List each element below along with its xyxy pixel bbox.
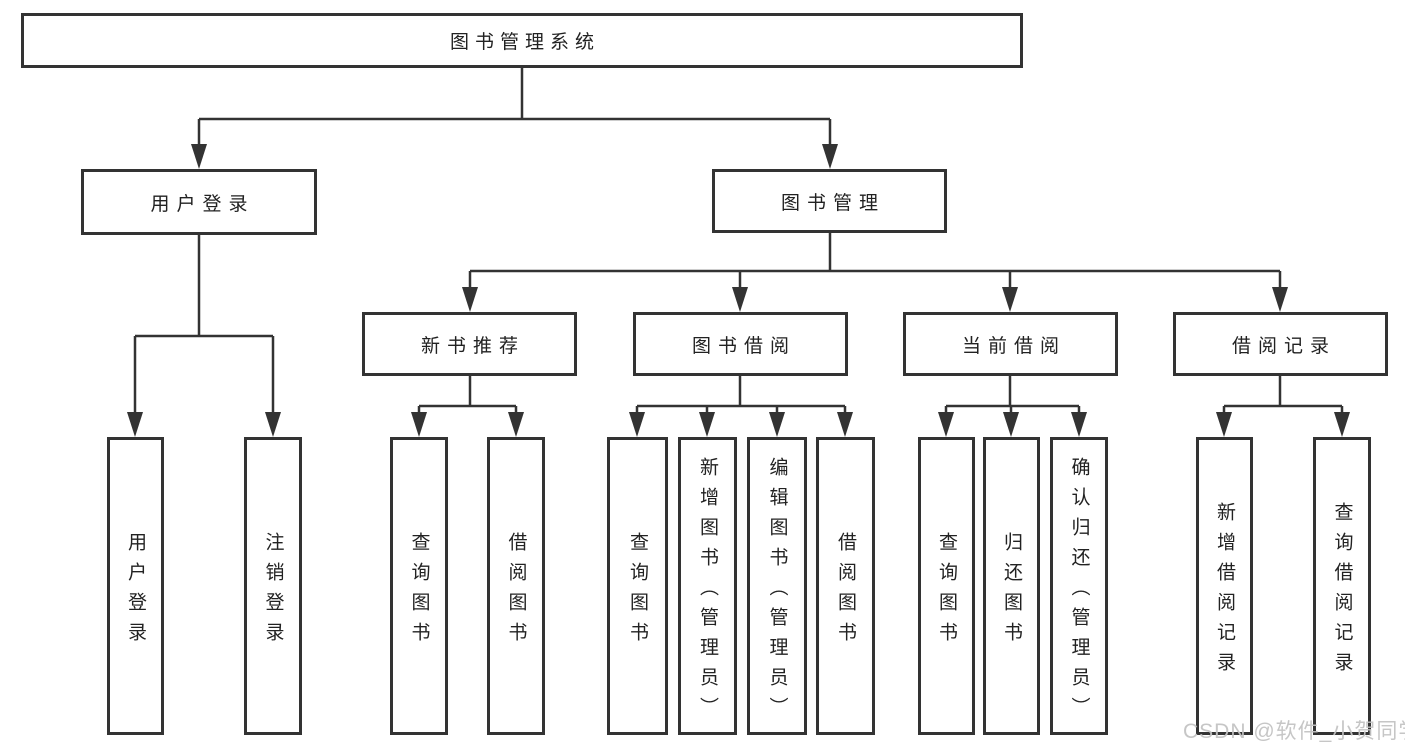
- leaf-add-borrow-record: 新增借阅记录: [1196, 437, 1253, 735]
- leaf-label: 查询借阅记录: [1331, 501, 1353, 682]
- leaf-logout: 注销登录: [244, 437, 302, 735]
- leaf-label: 借阅图书: [505, 531, 527, 652]
- leaf-label: 编辑图书（管理员）: [766, 456, 788, 727]
- leaf-label: 用户登录: [125, 531, 146, 652]
- leaf-query-books: 查询图书: [390, 437, 448, 735]
- node-label: 图书管理: [780, 192, 885, 214]
- node-label: 用户登录: [150, 193, 255, 215]
- node-book-borrow: 图书借阅: [633, 312, 848, 376]
- node-system-root: 图书管理系统: [21, 13, 1023, 68]
- leaf-label: 查询图书: [627, 531, 648, 652]
- node-new-book-recommend: 新书推荐: [362, 312, 577, 376]
- leaf-add-books-admin: 新增图书（管理员）: [678, 437, 737, 735]
- leaf-label: 归还图书: [1001, 531, 1022, 652]
- leaf-label: 查询图书: [936, 531, 957, 652]
- leaf-query-books-2: 查询图书: [607, 437, 668, 735]
- node-label: 当前借阅: [961, 335, 1066, 357]
- leaf-label: 新增借阅记录: [1214, 501, 1235, 682]
- csdn-watermark: CSDN @软件_小贺同学: [1183, 720, 1405, 743]
- leaf-edit-books-admin: 编辑图书（管理员）: [747, 437, 807, 735]
- leaf-query-books-3: 查询图书: [918, 437, 975, 735]
- node-current-borrow: 当前借阅: [903, 312, 1118, 376]
- leaf-label: 注销登录: [262, 531, 284, 652]
- leaf-label: 新增图书（管理员）: [697, 456, 718, 727]
- node-user-login: 用户登录: [81, 169, 317, 235]
- leaf-query-borrow-record: 查询借阅记录: [1313, 437, 1371, 735]
- leaf-borrow-books: 借阅图书: [487, 437, 545, 735]
- leaf-label: 确认归还（管理员）: [1068, 456, 1090, 727]
- node-label: 图书借阅: [691, 335, 796, 357]
- node-book-management: 图书管理: [712, 169, 947, 233]
- node-label: 借阅记录: [1231, 335, 1336, 357]
- leaf-label: 查询图书: [408, 531, 430, 652]
- node-label: 新书推荐: [420, 335, 525, 357]
- connector-paths: [133, 68, 1344, 418]
- leaf-borrow-books-2: 借阅图书: [816, 437, 875, 735]
- leaf-return-books: 归还图书: [983, 437, 1040, 735]
- node-label: 图书管理系统: [449, 32, 600, 53]
- arrowheads: [127, 144, 1350, 437]
- node-borrow-records: 借阅记录: [1173, 312, 1388, 376]
- leaf-label: 借阅图书: [835, 531, 856, 652]
- leaf-user-login: 用户登录: [107, 437, 164, 735]
- leaf-confirm-return-admin: 确认归还（管理员）: [1050, 437, 1108, 735]
